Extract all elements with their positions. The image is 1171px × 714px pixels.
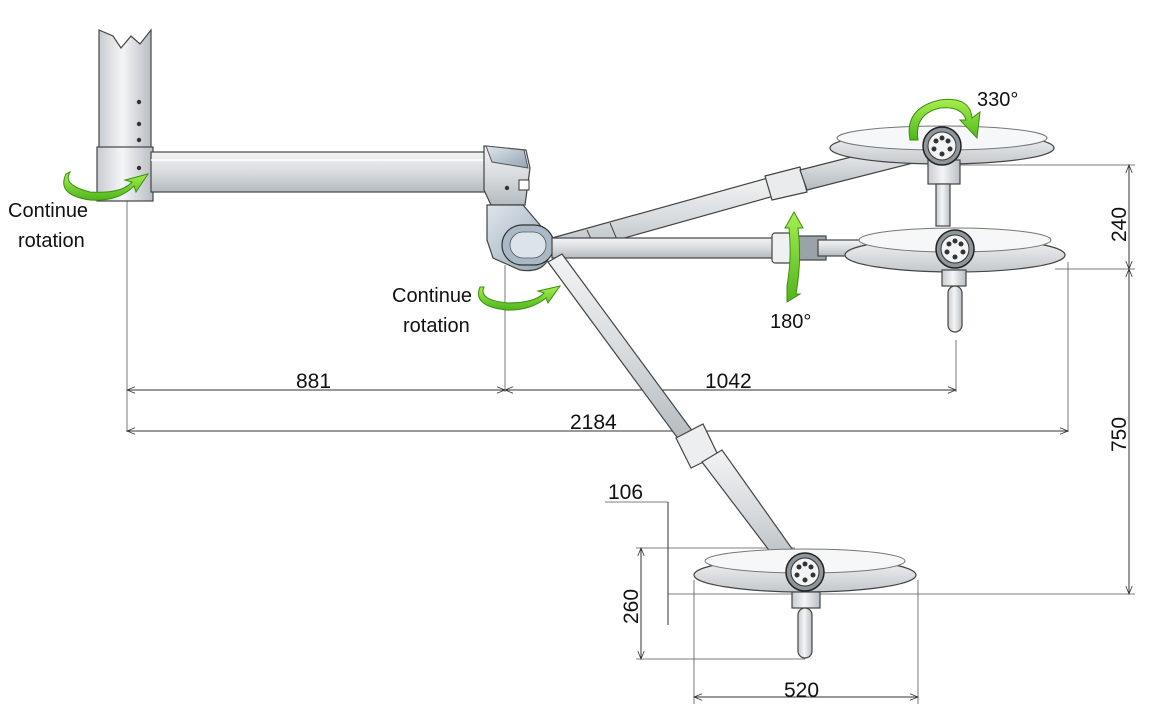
- dim-106: 106: [608, 481, 643, 504]
- dim-750: 750: [1108, 417, 1131, 452]
- angle-label-mid: 180°: [770, 311, 811, 333]
- dim-240: 240: [1108, 207, 1131, 242]
- dim-2184: 2184: [570, 411, 617, 434]
- middle-lamp: [844, 227, 1066, 333]
- main-arm: [150, 145, 531, 206]
- annotation-labels: Continue rotation Continue rotation 330°…: [8, 89, 1018, 337]
- dim-881: 881: [296, 370, 331, 393]
- upper-lamp: [829, 125, 1055, 227]
- rotation-label-mid-line2: rotation: [403, 315, 470, 337]
- rotation-label-left-line1: Continue: [8, 200, 88, 222]
- lower-lamp: [693, 548, 917, 659]
- angle-label-top: 330°: [977, 89, 1018, 111]
- rotation-arrow-icon: [63, 170, 150, 201]
- elbow-joint: [486, 204, 555, 272]
- rotation-label-left-line2: rotation: [18, 230, 85, 252]
- middle-arm: [551, 232, 869, 264]
- rotation-label-mid-line1: Continue: [392, 285, 472, 307]
- dim-520: 520: [784, 679, 819, 702]
- rotation-arrow-icon: [908, 98, 981, 141]
- rotation-arrow-icon: [478, 285, 562, 311]
- lamp-head-icon: [935, 229, 975, 269]
- rotation-arrow-icon: [784, 210, 804, 303]
- lower-arm: [547, 253, 801, 571]
- dimension-values: 881 1042 2184 106 520 240 750 260: [296, 207, 1131, 702]
- dim-260: 260: [620, 589, 643, 624]
- dimension-lines: [127, 165, 1135, 704]
- dim-1042: 1042: [705, 370, 752, 393]
- lamp-head-icon: [922, 126, 962, 166]
- lamp-head-icon: [785, 552, 825, 592]
